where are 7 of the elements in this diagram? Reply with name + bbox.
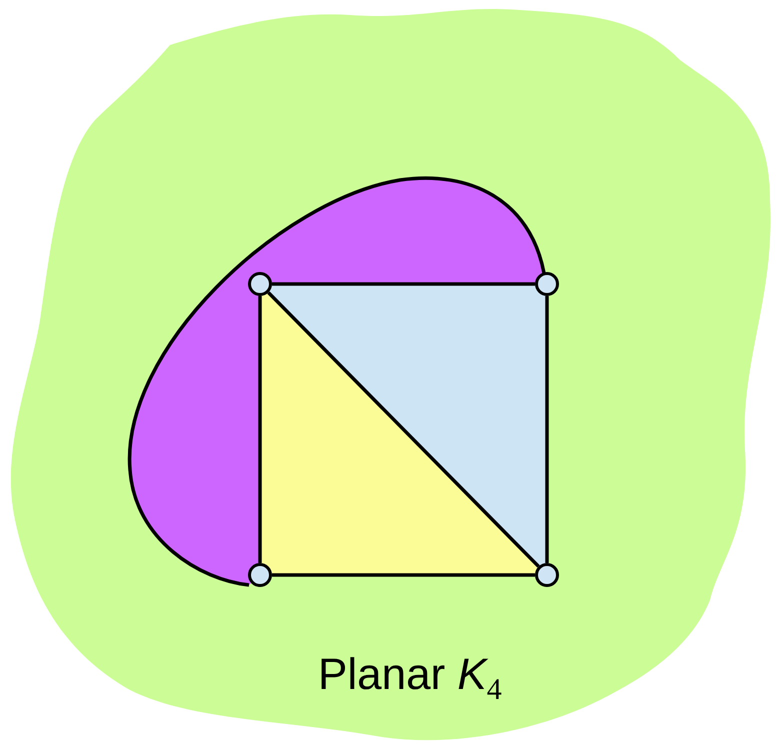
- graph-edge: [272, 282, 535, 286]
- caption-text: Planar K$_{4}$: [318, 650, 502, 707]
- graph-edge: [545, 296, 549, 563]
- graph-edge: [128, 176, 546, 587]
- graph-edge: [267, 291, 540, 568]
- graph-edge: [258, 296, 262, 563]
- graph-edge: [272, 573, 535, 577]
